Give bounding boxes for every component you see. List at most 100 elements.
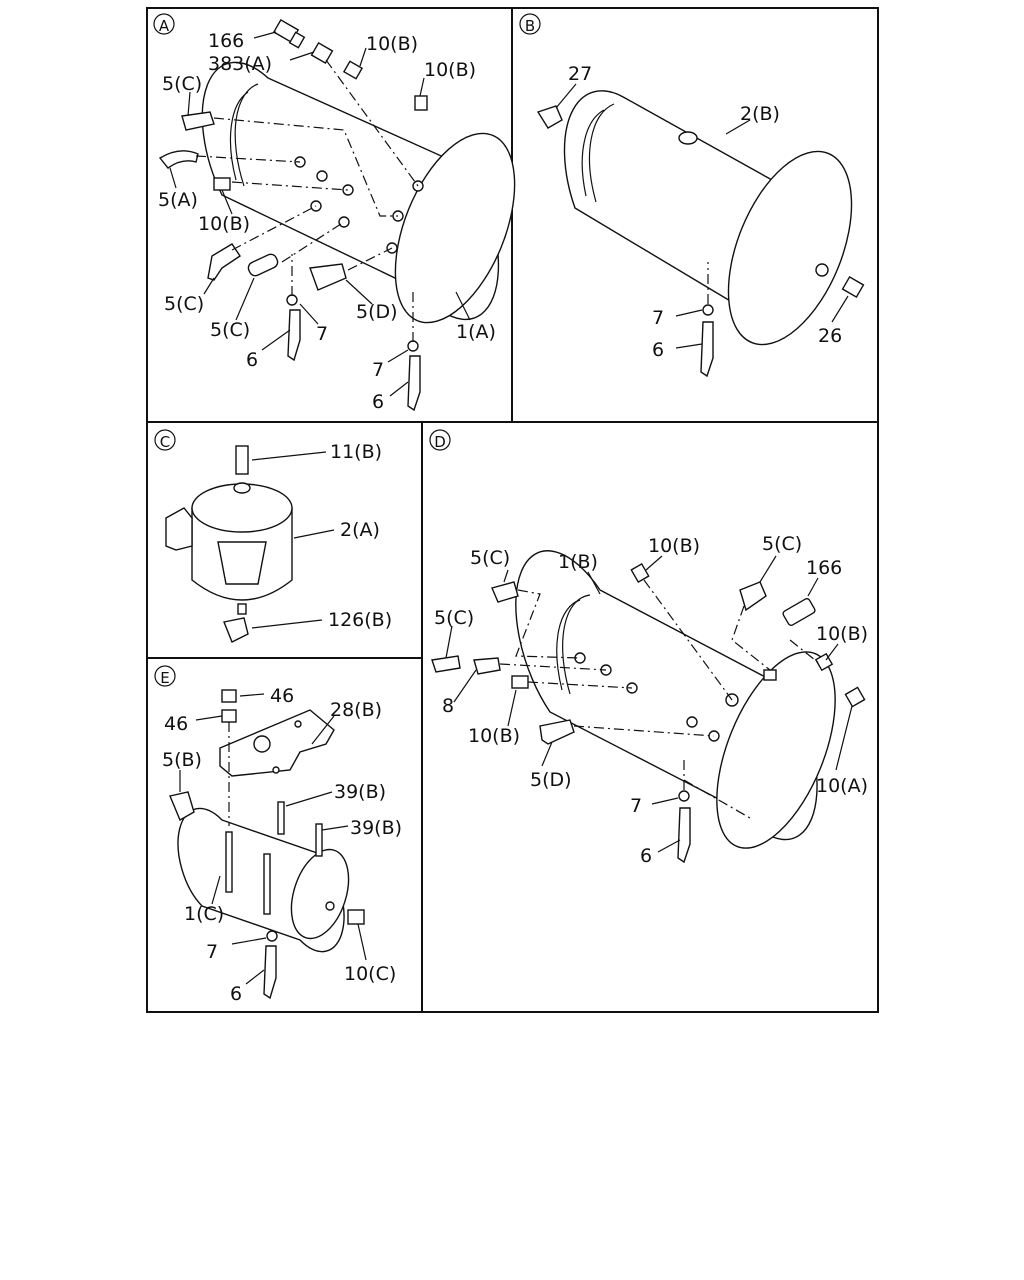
label-166: 166 bbox=[806, 557, 842, 579]
label-5c: 5(C) bbox=[162, 73, 202, 95]
label-7: 7 bbox=[652, 307, 664, 329]
label-5b: 5(B) bbox=[162, 749, 202, 771]
connector-5c-a3 bbox=[247, 253, 279, 277]
nut-46-1 bbox=[221, 689, 237, 703]
u-bolt-39b-2 bbox=[315, 823, 323, 857]
label-28b: 28(B) bbox=[330, 699, 382, 721]
air-tank-2b bbox=[563, 90, 853, 346]
nut-46-2 bbox=[221, 709, 237, 723]
label-5c: 5(C) bbox=[210, 319, 250, 341]
label-10b: 10(B) bbox=[198, 213, 250, 235]
label-7: 7 bbox=[316, 323, 328, 345]
elbow-5c-d2 bbox=[739, 581, 767, 612]
valve-383a bbox=[310, 41, 334, 65]
label-383a: 383(A) bbox=[208, 53, 272, 75]
label-10b: 10(B) bbox=[468, 725, 520, 747]
label-27: 27 bbox=[568, 63, 592, 85]
label-126b: 126(B) bbox=[328, 609, 392, 631]
label-26: 26 bbox=[818, 325, 842, 347]
label-1b: 1(B) bbox=[558, 551, 598, 573]
panel-e: E 46 46 28(B) 5(B) 39(B) 39(B) bbox=[154, 665, 402, 1005]
plug-26 bbox=[841, 275, 865, 299]
label-5d: 5(D) bbox=[530, 769, 572, 791]
washer-7-b bbox=[702, 304, 714, 316]
hose-5a bbox=[158, 150, 199, 169]
label-10c: 10(C) bbox=[344, 963, 396, 985]
plug-10c bbox=[347, 909, 365, 925]
washer-7-d bbox=[678, 790, 690, 802]
switch-166-d bbox=[782, 597, 816, 627]
label-10a: 10(A) bbox=[816, 775, 868, 797]
drain-cock-6-b bbox=[700, 321, 714, 378]
label-6: 6 bbox=[230, 983, 242, 1005]
label-1a: 1(A) bbox=[456, 321, 496, 343]
elbow-5b bbox=[169, 791, 195, 822]
label-5a: 5(A) bbox=[158, 189, 198, 211]
label-39b: 39(B) bbox=[350, 817, 402, 839]
tee-fitting-27 bbox=[536, 105, 563, 129]
panel-d-id: D bbox=[434, 433, 446, 451]
u-bolt-39b-1 bbox=[277, 801, 285, 835]
label-7: 7 bbox=[372, 359, 384, 381]
washer-7-e bbox=[266, 930, 278, 942]
panel-b-id: B bbox=[525, 17, 535, 35]
label-2a: 2(A) bbox=[340, 519, 380, 541]
washer-7-a2 bbox=[407, 340, 419, 352]
label-46: 46 bbox=[270, 685, 294, 707]
elbow-126b bbox=[223, 617, 249, 643]
label-7: 7 bbox=[630, 795, 642, 817]
drain-cock-6-a1 bbox=[287, 309, 301, 362]
elbow-5c-d3 bbox=[431, 655, 461, 673]
drain-cock-6-d bbox=[677, 807, 691, 864]
panel-e-id: E bbox=[160, 669, 169, 687]
panel-c: C 11(B) 2(A) 126(B) bbox=[154, 429, 392, 643]
label-5c: 5(C) bbox=[762, 533, 802, 555]
air-tank-1b bbox=[515, 550, 836, 849]
washer-7-a1 bbox=[286, 294, 298, 306]
drain-cock-6-e bbox=[263, 945, 277, 1000]
panel-b: B 27 2(B) 7 6 26 bbox=[519, 13, 865, 378]
plug-10b-a1 bbox=[342, 60, 364, 80]
panel-a-id: A bbox=[159, 17, 170, 35]
panel-a: A bbox=[153, 13, 516, 413]
elbow-5c-a2 bbox=[207, 243, 241, 281]
panel-c-id: C bbox=[160, 433, 170, 451]
label-5c: 5(C) bbox=[470, 547, 510, 569]
label-5d: 5(D) bbox=[356, 301, 398, 323]
plug-10b-d3 bbox=[511, 675, 529, 689]
elbow-5c-d1 bbox=[491, 581, 519, 603]
label-166: 166 bbox=[208, 30, 244, 52]
elbow-5c-a1 bbox=[181, 111, 215, 131]
connector-8 bbox=[473, 657, 501, 675]
air-tank-1a bbox=[201, 61, 516, 324]
elbow-5d-a bbox=[309, 263, 347, 291]
plug-10b-d1 bbox=[630, 562, 650, 584]
label-1c: 1(C) bbox=[184, 903, 224, 925]
label-6: 6 bbox=[246, 349, 258, 371]
plug-10b-a2 bbox=[414, 95, 428, 111]
label-2b: 2(B) bbox=[740, 103, 780, 125]
air-tank-1c bbox=[177, 807, 350, 953]
elbow-5d-d bbox=[539, 719, 575, 745]
label-10b: 10(B) bbox=[816, 623, 868, 645]
panel-d: D bbox=[429, 429, 868, 867]
bracket-28b bbox=[219, 709, 335, 777]
label-6: 6 bbox=[640, 845, 652, 867]
plug-10a bbox=[844, 686, 866, 708]
label-8: 8 bbox=[442, 695, 454, 717]
diagram-frame bbox=[146, 7, 879, 1013]
label-5c: 5(C) bbox=[434, 607, 474, 629]
label-39b: 39(B) bbox=[334, 781, 386, 803]
label-10b: 10(B) bbox=[424, 59, 476, 81]
label-7: 7 bbox=[206, 941, 218, 963]
label-10b: 10(B) bbox=[648, 535, 700, 557]
label-5c: 5(C) bbox=[164, 293, 204, 315]
label-6: 6 bbox=[372, 391, 384, 413]
label-6: 6 bbox=[652, 339, 664, 361]
plug-10b-a3 bbox=[213, 177, 231, 191]
label-10b: 10(B) bbox=[366, 33, 418, 55]
dryer-2a bbox=[165, 445, 293, 615]
label-46: 46 bbox=[164, 713, 188, 735]
label-11b: 11(B) bbox=[330, 441, 382, 463]
